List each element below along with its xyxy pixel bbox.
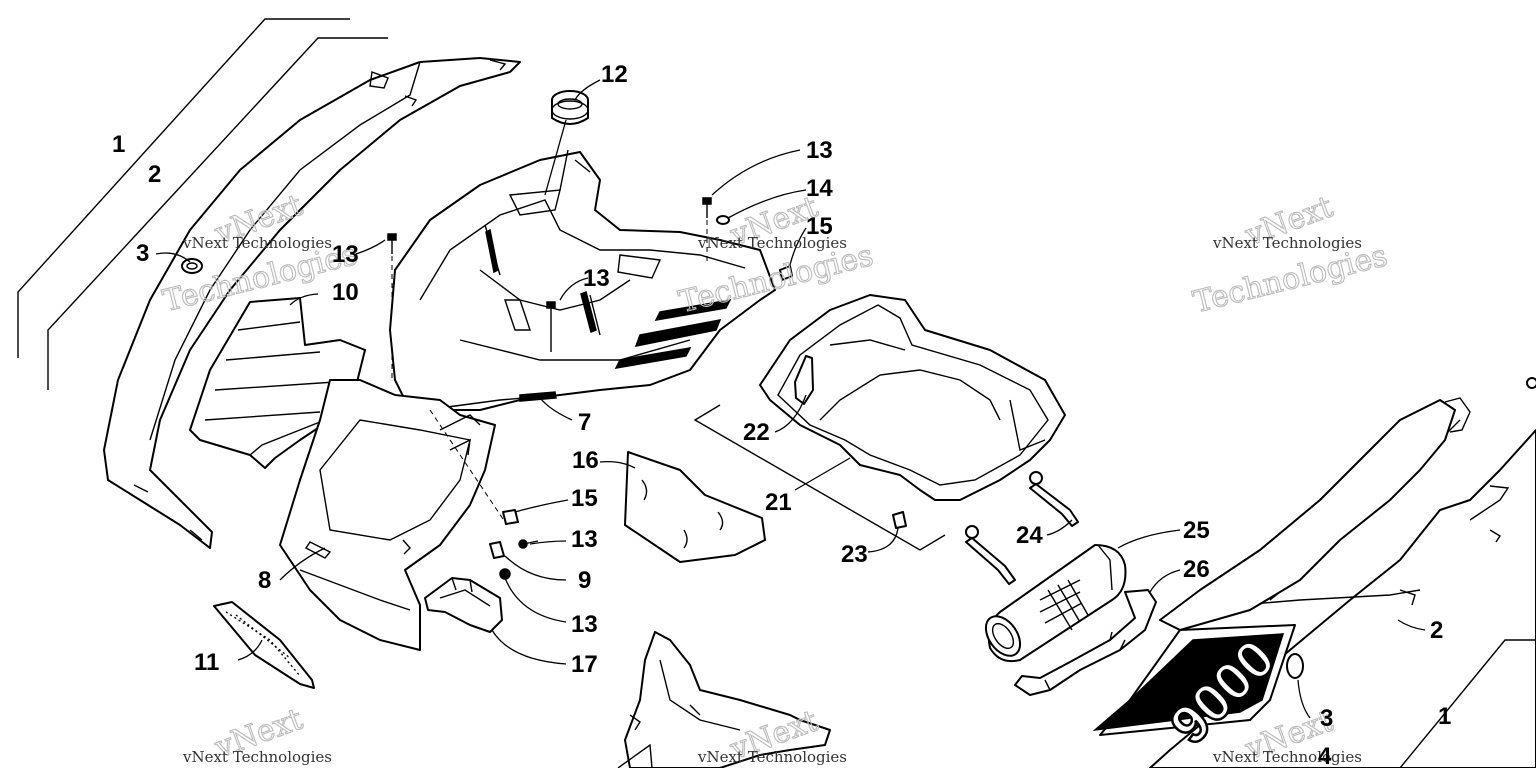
callout-13-upper-right: 13 [806,137,833,164]
callout-1-right: 1 [1438,703,1451,730]
small-fastener-right [1489,377,1536,543]
callouts: 1 2 3 13 10 12 13 13 14 15 7 16 15 13 9 … [112,61,1451,768]
callout-4: 4 [1318,743,1332,768]
callout-21: 21 [765,489,792,516]
clip-15-lower [502,509,519,525]
spacer-9 [489,541,505,559]
clip-15-upper [779,265,793,281]
bolt-13-center [546,301,556,352]
callout-13-lower-b: 13 [571,611,598,638]
callout-25: 25 [1183,517,1210,544]
callout-17: 17 [571,651,598,678]
strap-24-lower [965,525,1016,585]
bracket-group-1 [17,18,350,358]
strap-24-upper [1029,471,1079,527]
callout-15-lower: 15 [571,485,598,512]
right-side-panel [1149,397,1536,768]
svg-text:vNext Technologies: vNext Technologies [1212,748,1362,766]
callout-7: 7 [578,409,591,436]
air-box-tray [759,294,1066,501]
lower-bracket-stub [617,743,653,768]
bracket-group-right [1399,639,1536,768]
left-side-panel [103,57,521,549]
callout-3-left: 3 [136,240,149,267]
callout-16: 16 [572,447,599,474]
callout-14: 14 [806,175,833,202]
callout-15-upper: 15 [806,213,833,240]
dashed-axis-nose [429,409,506,523]
callout-23: 23 [841,541,868,568]
watermark-3: vNext vNext Technologies Technologies [1189,189,1391,321]
lower-nose-cone [279,379,496,651]
callout-11: 11 [194,649,219,676]
seal-ring [551,90,589,125]
bolt-13-lower-b [499,568,511,580]
air-box-bracket [693,404,946,551]
windshield [624,451,766,563]
latch-22 [794,355,814,405]
callout-9: 9 [578,567,591,594]
callout-1-left: 1 [112,131,125,158]
callout-24: 24 [1016,522,1043,549]
bolt-13-upper-right [702,197,712,265]
filter-housing [1014,589,1157,696]
clip-23 [892,511,907,529]
mount-bracket [424,577,503,633]
watermark-4: vNext vNext Technologies [182,701,332,766]
svg-text:vNext Technologies: vNext Technologies [1212,234,1362,252]
svg-text:vNext Technologies: vNext Technologies [697,748,847,766]
callout-13-center: 13 [583,265,610,292]
callout-26: 26 [1183,556,1210,583]
bolt-13-lower-a [518,539,539,549]
bracket-group-2 [47,37,388,390]
headlight-lens [213,601,315,689]
callout-22: 22 [743,419,770,446]
svg-text:vNext Technologies: vNext Technologies [182,748,332,766]
callout-2-right: 2 [1430,617,1443,644]
callout-10: 10 [332,279,359,306]
lower-partial-part [624,631,831,768]
washer-14 [716,215,730,225]
callout-12: 12 [601,61,628,88]
callout-3-right: 3 [1320,705,1333,732]
callout-8: 8 [258,567,271,594]
callout-13-left: 13 [332,241,359,268]
svg-text:vNext Technologies: vNext Technologies [697,234,847,252]
callout-2-left: 2 [148,161,161,188]
front-hood [389,149,776,411]
callout-13-lower-a: 13 [571,526,598,553]
svg-text:vNext Technologies: vNext Technologies [182,234,332,252]
leader-lines [155,79,1426,719]
grommet-left [181,258,203,274]
air-filter [984,544,1127,663]
